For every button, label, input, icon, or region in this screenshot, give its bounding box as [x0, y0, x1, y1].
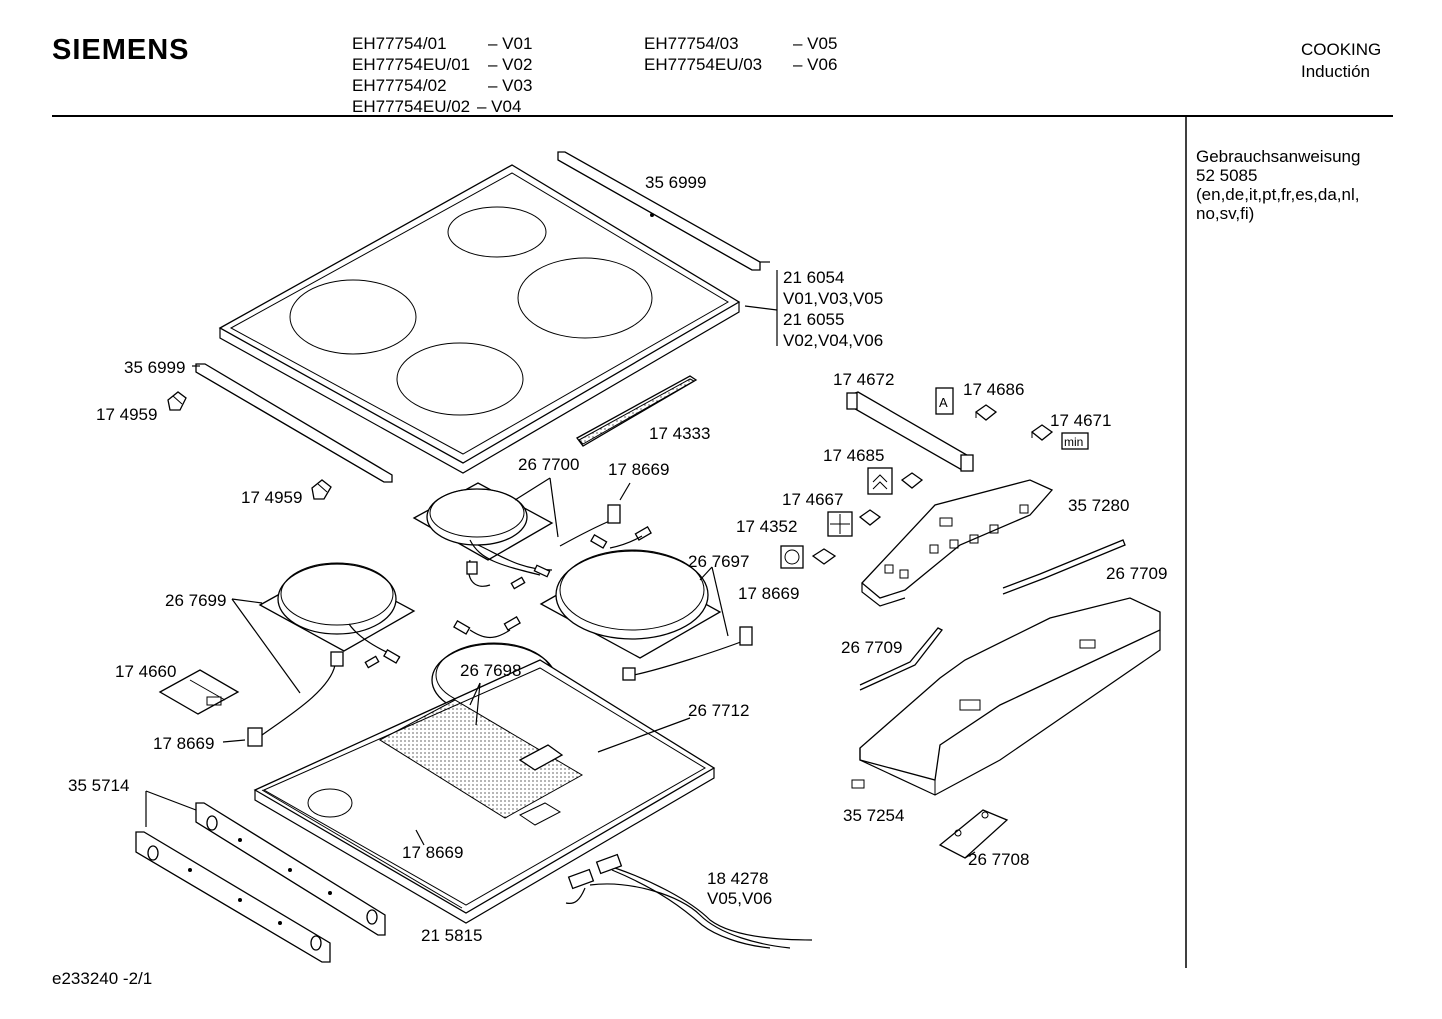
mounting-rail-rear — [195, 802, 386, 936]
mains-cable — [565, 853, 813, 949]
seal-strip-upper — [1002, 539, 1126, 595]
part-label: 17 4959 — [241, 488, 302, 507]
brand-logo: SIEMENS — [52, 34, 190, 66]
key-cap-button-4 — [858, 509, 882, 526]
model-row: EH77754/03– V05 — [644, 34, 838, 53]
temperature-sensor-board — [158, 669, 240, 715]
part-label: 17 4685 — [823, 446, 884, 465]
control-board — [861, 479, 1054, 607]
part-label: 17 4660 — [115, 662, 176, 681]
part-label: 35 6999 — [124, 358, 185, 377]
mounting-rail-front — [135, 831, 331, 963]
model-row: EH77754/02– V03 — [352, 76, 533, 95]
manual-languages: (en,de,it,pt,fr,es,da,nl, no,sv,fi) — [1196, 185, 1360, 223]
model-row: EH77754EU/03– V06 — [644, 55, 838, 74]
key-cap-min: min — [1061, 432, 1089, 450]
part-label: 17 8669 — [153, 734, 214, 753]
base-tray — [253, 659, 716, 924]
model-list-left: EH77754/01– V01 EH77754EU/01– V02 EH7775… — [352, 33, 532, 117]
part-label: 35 7280 — [1068, 496, 1129, 515]
part-label: V05,V06 — [707, 889, 772, 908]
part-label: 17 4959 — [96, 405, 157, 424]
key-cap-button-1 — [974, 404, 998, 421]
small-interface-board — [938, 809, 1009, 859]
svg-text:min: min — [1064, 435, 1083, 449]
trim-strip-left — [195, 363, 393, 483]
part-label: V01,V03,V05 — [783, 289, 883, 308]
part-label: 17 4667 — [782, 490, 843, 509]
key-cap-button-2 — [1030, 424, 1054, 441]
clip-lower — [311, 479, 332, 500]
part-label: 21 5815 — [421, 926, 482, 945]
symbol-circle — [780, 545, 804, 569]
induction-coil-left — [258, 562, 416, 652]
manual-info: Gebrauchsanweisung 52 5085 (en,de,it,pt,… — [1196, 147, 1396, 223]
glass-ceramic-hob-top — [218, 164, 741, 474]
part-label: 26 7699 — [165, 591, 226, 610]
part-label: 18 4278 — [707, 869, 768, 888]
key-cap-button-5 — [811, 548, 837, 565]
part-label: 17 4671 — [1050, 411, 1111, 430]
part-label: 26 7697 — [688, 552, 749, 571]
category: COOKING — [1301, 40, 1382, 59]
part-label: 26 7709 — [1106, 564, 1167, 583]
part-label: 17 4333 — [649, 424, 710, 443]
trim-strip-rear — [557, 151, 761, 271]
part-label: 17 4686 — [963, 380, 1024, 399]
trim-strip-front — [576, 375, 698, 447]
part-label: 35 7254 — [843, 806, 904, 825]
part-labels: 35 6999 21 6054 V01,V03,V05 21 6055 V02,… — [68, 173, 1167, 945]
subcategory: Inductión — [1301, 62, 1370, 81]
drawing-reference: e233240 -2/1 — [52, 969, 153, 988]
part-label: 35 6999 — [645, 173, 706, 192]
manual-title: Gebrauchsanweisung — [1196, 147, 1361, 166]
induction-coil-large-front — [539, 549, 722, 659]
electronics-housing — [851, 597, 1161, 796]
part-label: 26 7712 — [688, 701, 749, 720]
part-label: 21 6055 — [783, 310, 844, 329]
key-cap-button-3 — [900, 472, 924, 489]
category-block: COOKING Inductión — [1301, 39, 1381, 83]
part-label: V02,V04,V06 — [783, 331, 883, 350]
key-cap-a: A — [935, 387, 954, 415]
manual-number: 52 5085 — [1196, 166, 1258, 185]
model-list-right: EH77754/03– V05 EH77754EU/03– V06 — [644, 33, 837, 75]
part-label: 17 4352 — [736, 517, 797, 536]
part-label: 17 8669 — [608, 460, 669, 479]
part-label: 17 8669 — [402, 843, 463, 862]
leader-lines — [145, 261, 976, 859]
svg-text:A: A — [939, 395, 948, 410]
ribbon-cable — [846, 391, 974, 472]
symbol-power-level-up — [867, 467, 893, 495]
clip-upper — [167, 391, 187, 411]
seal-strip-lower — [859, 627, 943, 691]
induction-coil-small-rear — [412, 482, 554, 561]
part-label: 35 5714 — [68, 776, 129, 795]
model-row: EH77754EU/01– V02 — [352, 55, 533, 74]
model-row: EH77754/01– V01 — [352, 34, 533, 53]
model-row: EH77754EU/02– V04 — [352, 97, 522, 116]
part-label: 26 7700 — [518, 455, 579, 474]
part-label: 17 4672 — [833, 370, 894, 389]
part-label: 26 7709 — [841, 638, 902, 657]
part-label: 26 7698 — [460, 661, 521, 680]
part-label: 17 8669 — [738, 584, 799, 603]
symbol-cross — [827, 511, 853, 537]
part-label: 21 6054 — [783, 268, 844, 287]
part-label: 26 7708 — [968, 850, 1029, 869]
